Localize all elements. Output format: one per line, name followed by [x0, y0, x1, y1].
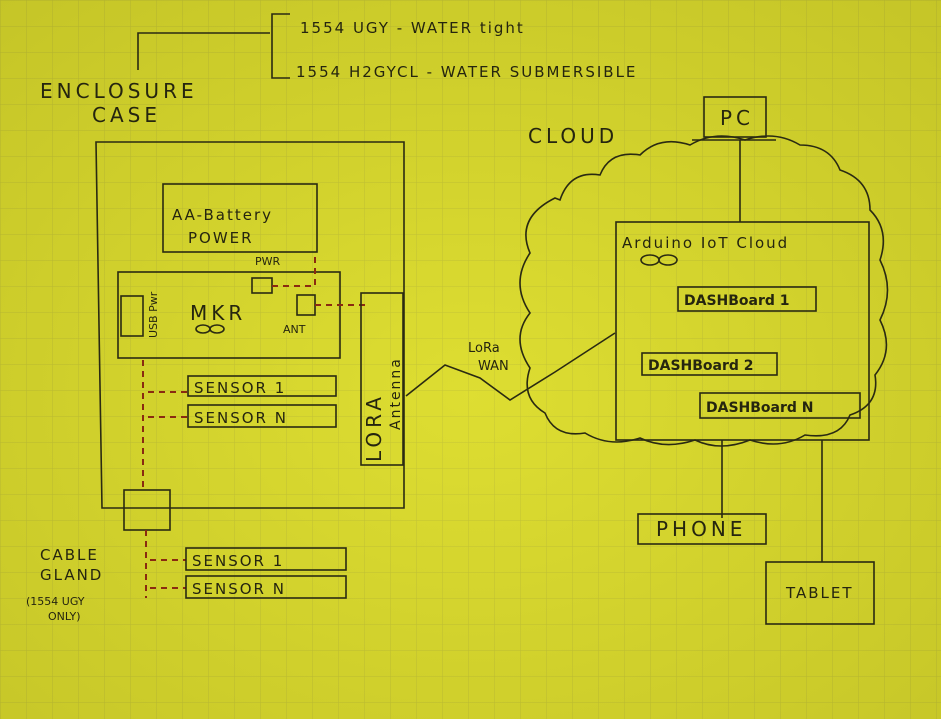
ext-sensor-n-label: SENSOR N [192, 580, 286, 598]
dashboard-2-label: DASHBoard 2 [648, 358, 754, 374]
dashboard-1-box [677, 286, 817, 312]
option-watertight: 1554 UGY - WATER tight [300, 19, 525, 37]
ant-label: ANT [283, 323, 306, 336]
lora-label: LoRa [468, 341, 500, 356]
ext-sensor-1-box [185, 547, 347, 571]
cloud-outline [519, 135, 889, 447]
antenna-label: Antenna [388, 357, 404, 430]
lorawan-link: LoRa WAN [405, 332, 616, 401]
sensor-n-box [187, 404, 337, 428]
usb-label: USB Pwr [147, 291, 160, 338]
dashboard-2-box [641, 352, 778, 376]
usb-port [120, 295, 144, 337]
mkr-label: MKR [190, 301, 246, 325]
battery-box [162, 183, 318, 253]
battery-label: AA-Battery [172, 206, 273, 224]
tablet-box [765, 561, 875, 625]
tablet-label: TABLET [785, 584, 854, 602]
platform-label: Arduino IoT Cloud [622, 234, 789, 252]
cloud-label: CLOUD [528, 124, 618, 148]
enclosure-options: 1554 UGY - WATER tight 1554 H2GYCL - WAT… [40, 13, 637, 127]
ext-sensor-n-box [185, 575, 347, 599]
lora-antenna-box [360, 292, 404, 466]
dashboard-n-box [699, 392, 861, 419]
arduino-logo-icon [195, 324, 225, 334]
phone-box [637, 513, 767, 545]
cable-gland: CABLE GLAND (1554 UGY ONLY) SENSOR 1 SEN… [26, 489, 347, 623]
sensor-1-box [187, 375, 337, 397]
option-submersible: 1554 H2GYCL - WATER SUBMERSIBLE [296, 63, 637, 81]
lora-label: LORA [362, 393, 386, 462]
gland-note-only: ONLY) [48, 610, 81, 623]
cloud: CLOUD PC Arduino IoT Cloud DASHBoard 1 D… [519, 96, 889, 625]
enclosure-box: AA-Battery POWER PWR USB Pwr MKR ANT LOR… [95, 141, 405, 509]
power-label: POWER [188, 229, 254, 247]
arduino-logo-icon [640, 254, 678, 266]
iot-cloud-box [615, 221, 870, 441]
dashboard-n-label: DASHBoard N [706, 400, 814, 416]
enclosure-label: ENCLOSURE [40, 79, 198, 103]
pc-box [703, 96, 767, 138]
dashboard-1-label: DASHBoard 1 [684, 293, 790, 309]
mkr-board [117, 271, 341, 359]
pc-label: PC [720, 106, 754, 130]
cable-label: CABLE [40, 546, 99, 564]
ext-sensor-1-label: SENSOR 1 [192, 552, 284, 570]
pwr-label: PWR [255, 255, 281, 268]
gland-label: GLAND [40, 566, 103, 584]
wan-label: WAN [478, 359, 509, 374]
sensor-1-label: SENSOR 1 [194, 379, 286, 397]
case-label: CASE [92, 103, 161, 127]
gland-note: (1554 UGY [26, 595, 85, 608]
phone-label: PHONE [656, 517, 746, 541]
sensor-n-label: SENSOR N [194, 409, 288, 427]
